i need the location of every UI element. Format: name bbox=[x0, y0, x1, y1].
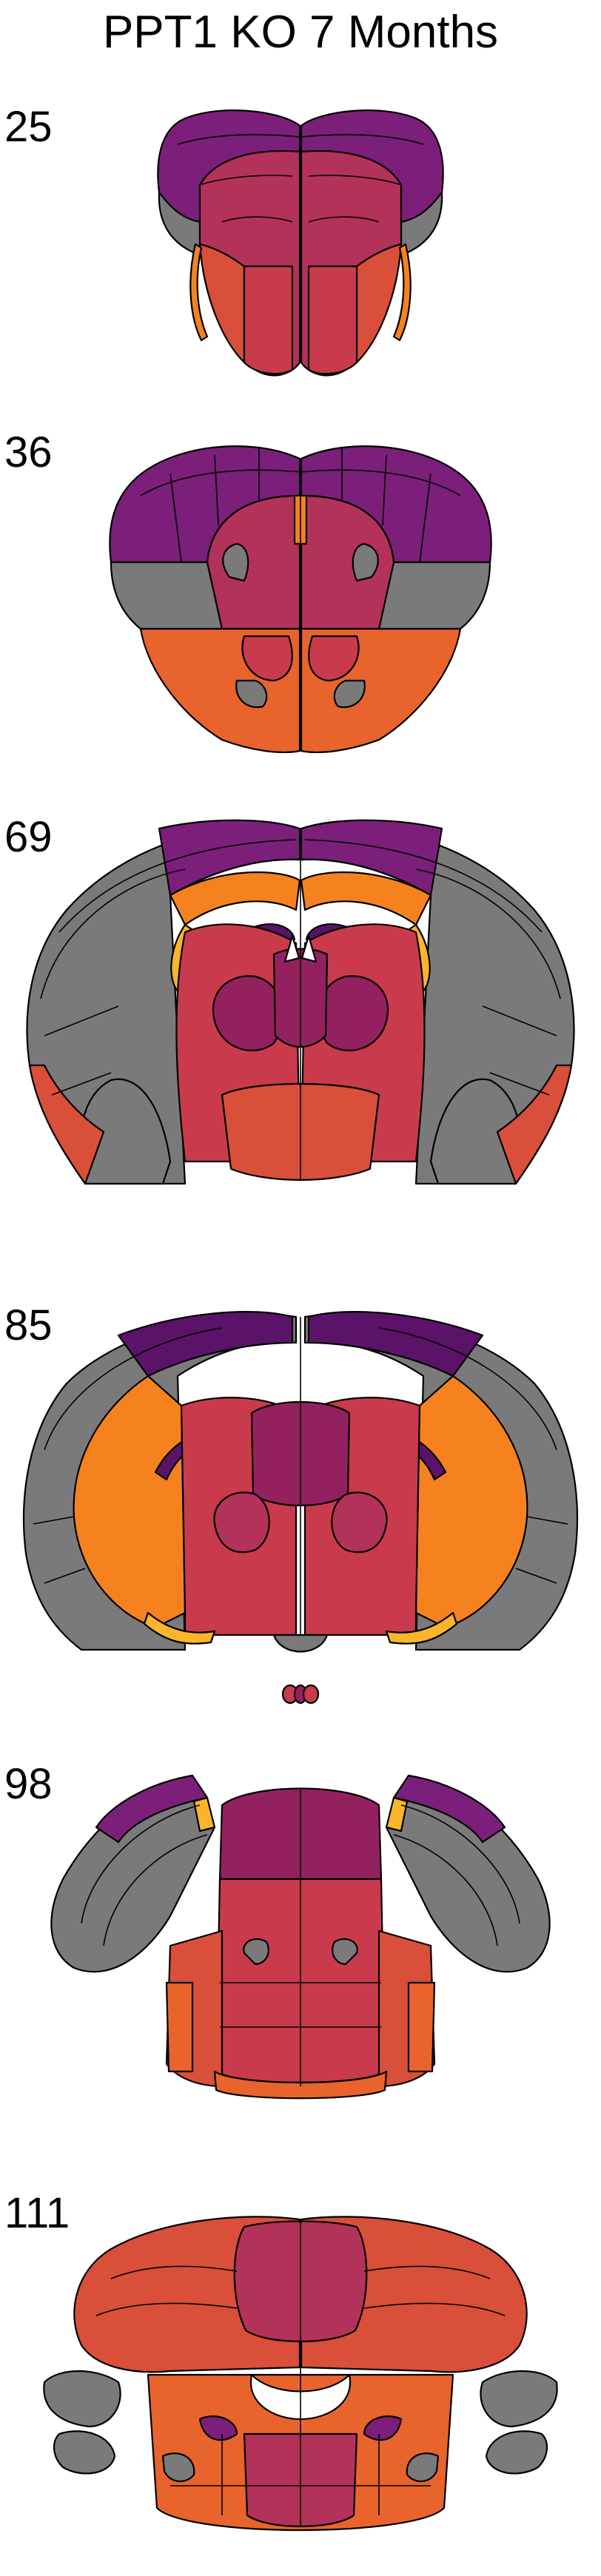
right-folia-2 bbox=[363, 2302, 506, 2316]
right-cortex-layer bbox=[300, 469, 461, 496]
right-wing-purple bbox=[392, 1774, 506, 1844]
right-radial-1 bbox=[526, 1516, 568, 1525]
right-striatum-crimson bbox=[300, 494, 395, 630]
right-radial-1 bbox=[482, 1005, 557, 1036]
right-grey-nucleus bbox=[332, 1938, 358, 1966]
right-ventral-grey bbox=[406, 2452, 440, 2483]
left-cortex-layer bbox=[140, 469, 300, 496]
right-lower-grey-lobe bbox=[485, 2430, 548, 2475]
right-radial-line-2 bbox=[382, 454, 387, 526]
right-piriform-orange bbox=[496, 1064, 573, 1185]
left-medulla-purple bbox=[198, 2415, 238, 2441]
right-cortex-layer-2 bbox=[415, 869, 561, 999]
left-lateral-grey-lobe bbox=[43, 2370, 121, 2428]
right-orange-core bbox=[355, 243, 403, 364]
figure-title: PPT1 KO 7 Months bbox=[102, 7, 499, 58]
left-lobe-red bbox=[213, 1491, 270, 1554]
left-cortex-layer-1 bbox=[58, 839, 297, 933]
right-outer-grey bbox=[377, 561, 491, 630]
left-wing-layer-1 bbox=[81, 1804, 201, 1924]
brain-slice-85-diagram bbox=[22, 1311, 579, 1705]
right-radial-line-1 bbox=[419, 473, 432, 563]
left-arc-line bbox=[221, 216, 293, 223]
left-radial-1 bbox=[44, 1005, 119, 1036]
slice-label: 111 bbox=[4, 2189, 70, 2237]
right-thin-orange-band bbox=[189, 243, 209, 342]
right-wing-layer-1 bbox=[400, 1804, 520, 1924]
right-radial-2 bbox=[515, 1568, 557, 1584]
left-layer-line bbox=[177, 134, 300, 145]
right-olfactory-grey-small bbox=[333, 679, 366, 709]
right-radial-2 bbox=[489, 1072, 550, 1096]
left-outer-grey bbox=[110, 561, 224, 630]
right-bright-orange bbox=[407, 1981, 436, 2073]
slice-label: 36 bbox=[4, 428, 53, 476]
slice-label: 69 bbox=[4, 813, 53, 861]
left-wing-yellow bbox=[192, 1796, 216, 1832]
brain-slice-69-diagram bbox=[26, 819, 575, 1185]
left-radial-line-1 bbox=[169, 473, 182, 563]
left-hippocampus-orange bbox=[169, 871, 301, 926]
left-thin-yellow-band bbox=[392, 243, 412, 342]
ventral-small-nucleus-right bbox=[302, 1684, 320, 1705]
left-grey-ventricle bbox=[222, 542, 249, 582]
slice-label: 85 bbox=[4, 1301, 53, 1349]
left-radial-2 bbox=[51, 1072, 112, 1096]
slice-label: 98 bbox=[4, 1760, 53, 1808]
right-cortex-layer-1 bbox=[304, 839, 543, 933]
left-cortex-layer bbox=[44, 1327, 223, 1451]
right-lower-red-region bbox=[307, 265, 358, 375]
brain-slice-111-diagram bbox=[43, 2216, 558, 2532]
left-layer-line-2 bbox=[199, 175, 293, 186]
left-striatum-crimson bbox=[206, 494, 301, 630]
right-layer-line bbox=[300, 134, 424, 145]
left-lower-red-region bbox=[243, 265, 294, 375]
right-yellow-strip bbox=[385, 1611, 458, 1645]
left-piriform-orange bbox=[28, 1064, 105, 1185]
left-lower-grey-lobe bbox=[53, 2430, 116, 2475]
left-olfactory-grey-small bbox=[235, 679, 268, 709]
right-dorsal-purple bbox=[300, 819, 443, 897]
left-dorsal-purple bbox=[158, 819, 301, 897]
ventral-grey-nucleus bbox=[272, 1633, 329, 1653]
left-wing-purple bbox=[95, 1774, 209, 1844]
right-wing-yellow bbox=[385, 1796, 409, 1832]
left-grey-nucleus bbox=[243, 1938, 269, 1966]
left-bright-orange bbox=[165, 1981, 194, 2073]
left-cortex-layer-2 bbox=[40, 869, 186, 999]
right-grey-ventricle bbox=[352, 542, 379, 582]
left-dorsal-purple bbox=[117, 1311, 294, 1378]
right-folia-1 bbox=[363, 2265, 491, 2279]
left-yellow-strip bbox=[143, 1611, 216, 1645]
left-folia-1 bbox=[110, 2265, 238, 2279]
brain-slice-98-diagram bbox=[50, 1774, 551, 2100]
right-lateral-grey-lobe bbox=[480, 2370, 558, 2428]
left-folia-2 bbox=[95, 2302, 238, 2316]
right-medulla-purple bbox=[363, 2415, 403, 2441]
right-lobe-red bbox=[331, 1491, 388, 1554]
right-hippocampus-orange bbox=[300, 871, 432, 926]
left-orange-core bbox=[198, 243, 246, 364]
left-wing-layer-2 bbox=[103, 1834, 208, 1946]
right-pale-region bbox=[308, 635, 360, 682]
right-cortex-layer bbox=[378, 1327, 557, 1451]
slice-label: 25 bbox=[4, 103, 53, 151]
white-ventricle-right bbox=[300, 934, 318, 963]
right-dorsal-purple bbox=[307, 1311, 484, 1378]
right-layer-line-2 bbox=[308, 175, 402, 186]
right-wing-layer-2 bbox=[393, 1834, 498, 1946]
left-radial-1 bbox=[33, 1516, 75, 1525]
left-ventral-grey bbox=[161, 2452, 195, 2483]
right-arc-line bbox=[308, 216, 380, 223]
white-ventricle-left bbox=[283, 934, 300, 963]
left-radial-line-2 bbox=[214, 454, 219, 526]
brain-slice-36-diagram bbox=[109, 445, 492, 753]
left-radial-2 bbox=[44, 1568, 86, 1584]
left-pale-region bbox=[241, 635, 293, 682]
brain-slice-25-diagram bbox=[157, 109, 444, 377]
